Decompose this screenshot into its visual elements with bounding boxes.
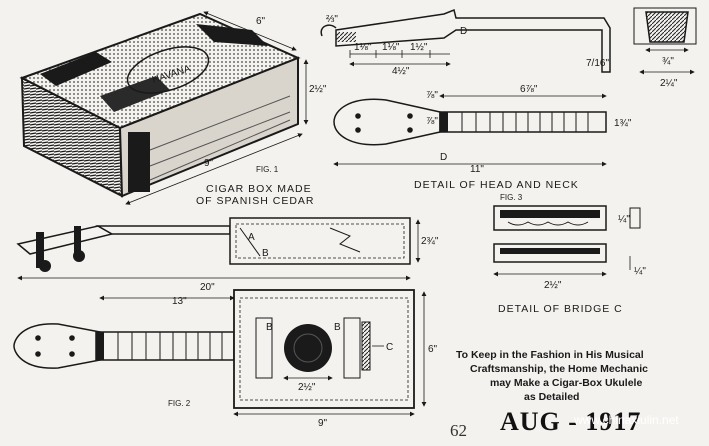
plan-body-length-label: 9" — [318, 418, 328, 429]
article-note: To Keep in the Fashion in His Musical Cr… — [456, 349, 648, 403]
note-line-4: as Detailed — [524, 391, 579, 403]
head-span-label: 4½" — [392, 66, 410, 77]
plan-letter-c: C — [386, 342, 393, 353]
fig2-label: FIG. 2 — [168, 399, 191, 408]
neck-length-label: 6⅞" — [520, 84, 538, 95]
side-body — [229, 217, 411, 265]
plan-width-label: 6" — [428, 344, 438, 355]
section-top-dim: ¾" — [662, 56, 674, 67]
neck-width-a: ⅞" — [426, 116, 438, 127]
side-neck — [95, 225, 231, 235]
plan-headstock — [13, 323, 101, 369]
date-stamp: AUG - 1917 — [500, 407, 641, 436]
headstock-plan — [333, 98, 441, 146]
watermark: www.chinaxiulin.net — [573, 413, 679, 427]
note-line-1: To Keep in the Fashion in His Musical — [456, 349, 644, 361]
fingerboard-plan — [439, 111, 607, 133]
box-depth-label: 2½" — [309, 84, 327, 95]
head-scroll — [320, 24, 337, 37]
bridge-width-dim: 2½" — [544, 280, 562, 291]
neck-overall-label: 11" — [470, 164, 484, 175]
fig1-caption-line1: CIGAR BOX MADE — [206, 183, 312, 195]
bridge-detail: FIG. 3 ¼" ¼" 2½" DETAIL OF BRIDGE C — [493, 193, 646, 315]
ukulele-side-view: A B 2¾" 20" — [16, 217, 439, 293]
sound-hole — [284, 324, 332, 372]
head-neck-caption: DETAIL OF HEAD AND NECK — [414, 179, 579, 191]
cigar-box-seal — [126, 46, 210, 94]
peg-spacing-2: 1⅛" — [382, 42, 400, 53]
heel-thickness-label: 7/16" — [586, 58, 609, 69]
plan-letter-b-right: B — [334, 322, 341, 333]
bridge-side-dim: ¼" — [618, 213, 630, 225]
side-letter-a: A — [248, 232, 255, 243]
plan-bridge — [361, 321, 371, 371]
plan-neck-length-label: 13" — [172, 296, 187, 307]
fig1-label: FIG. 1 — [256, 165, 279, 174]
ukulele-plan-view: 13" B B C 2½" 6" 9" FIG. 2 — [13, 289, 438, 429]
side-head — [16, 225, 115, 255]
box-width-label: 6" — [256, 16, 266, 27]
frets-plan — [461, 112, 589, 132]
peg-2 — [74, 226, 81, 254]
cigar-box-figure: HAVANA 6" 2½" 9" FIG. 1 CIGAR BOX MADE O… — [19, 11, 327, 207]
note-line-2: Craftsmanship, the Home Mechanic — [470, 363, 648, 375]
front-label-band — [128, 132, 150, 192]
plan-frets — [117, 332, 223, 360]
plan-letter-b-left: B — [266, 322, 273, 333]
note-line-3: may Make a Cigar-Box Ukulele — [490, 377, 642, 389]
neck-cross-section: ¾" 2¼" — [633, 7, 697, 89]
section-profile — [645, 11, 689, 43]
neck-side-view: ⅔" 1⅛" 1⅛" 1½" 4½" D 7/16" — [320, 8, 611, 77]
side-letter-b: B — [262, 248, 269, 259]
neck-plan-view: 6⅞" ⅞" ⅞" 1¾" D 11" DETAIL OF HEAD AND N… — [333, 84, 632, 191]
neck-letter-d-top: D — [460, 26, 467, 37]
nut-hatch — [336, 32, 356, 42]
page-number: 62 — [450, 421, 467, 440]
neck-letter-d-bottom: D — [440, 152, 447, 163]
lid-label-center — [100, 76, 170, 112]
peg-spacing-3: 1½" — [410, 42, 428, 53]
fig3-label: FIG. 3 — [500, 193, 523, 202]
bridge-caption: DETAIL OF BRIDGE C — [498, 303, 623, 315]
neck-width-b: 1¾" — [614, 118, 632, 129]
peg-spacing-1: 1⅛" — [354, 42, 372, 53]
section-bottom-dim: 2¼" — [660, 77, 678, 89]
peg-1 — [36, 232, 44, 268]
neck-height-label: ⅞" — [426, 90, 438, 101]
side-depth-label: 2¾" — [421, 236, 439, 247]
side-length-label: 20" — [200, 282, 215, 293]
nut-plan — [440, 112, 448, 132]
plan-fingerboard — [95, 331, 235, 361]
sound-hole-dim: 2½" — [298, 382, 316, 393]
fig1-caption-line2: OF SPANISH CEDAR — [196, 195, 315, 207]
neck-profile — [335, 8, 611, 73]
lid-label-left — [40, 52, 112, 86]
bridge-height-dim: ¼" — [634, 265, 646, 277]
head-offset-label: ⅔" — [326, 14, 338, 25]
box-length-label: 9" — [204, 158, 214, 169]
